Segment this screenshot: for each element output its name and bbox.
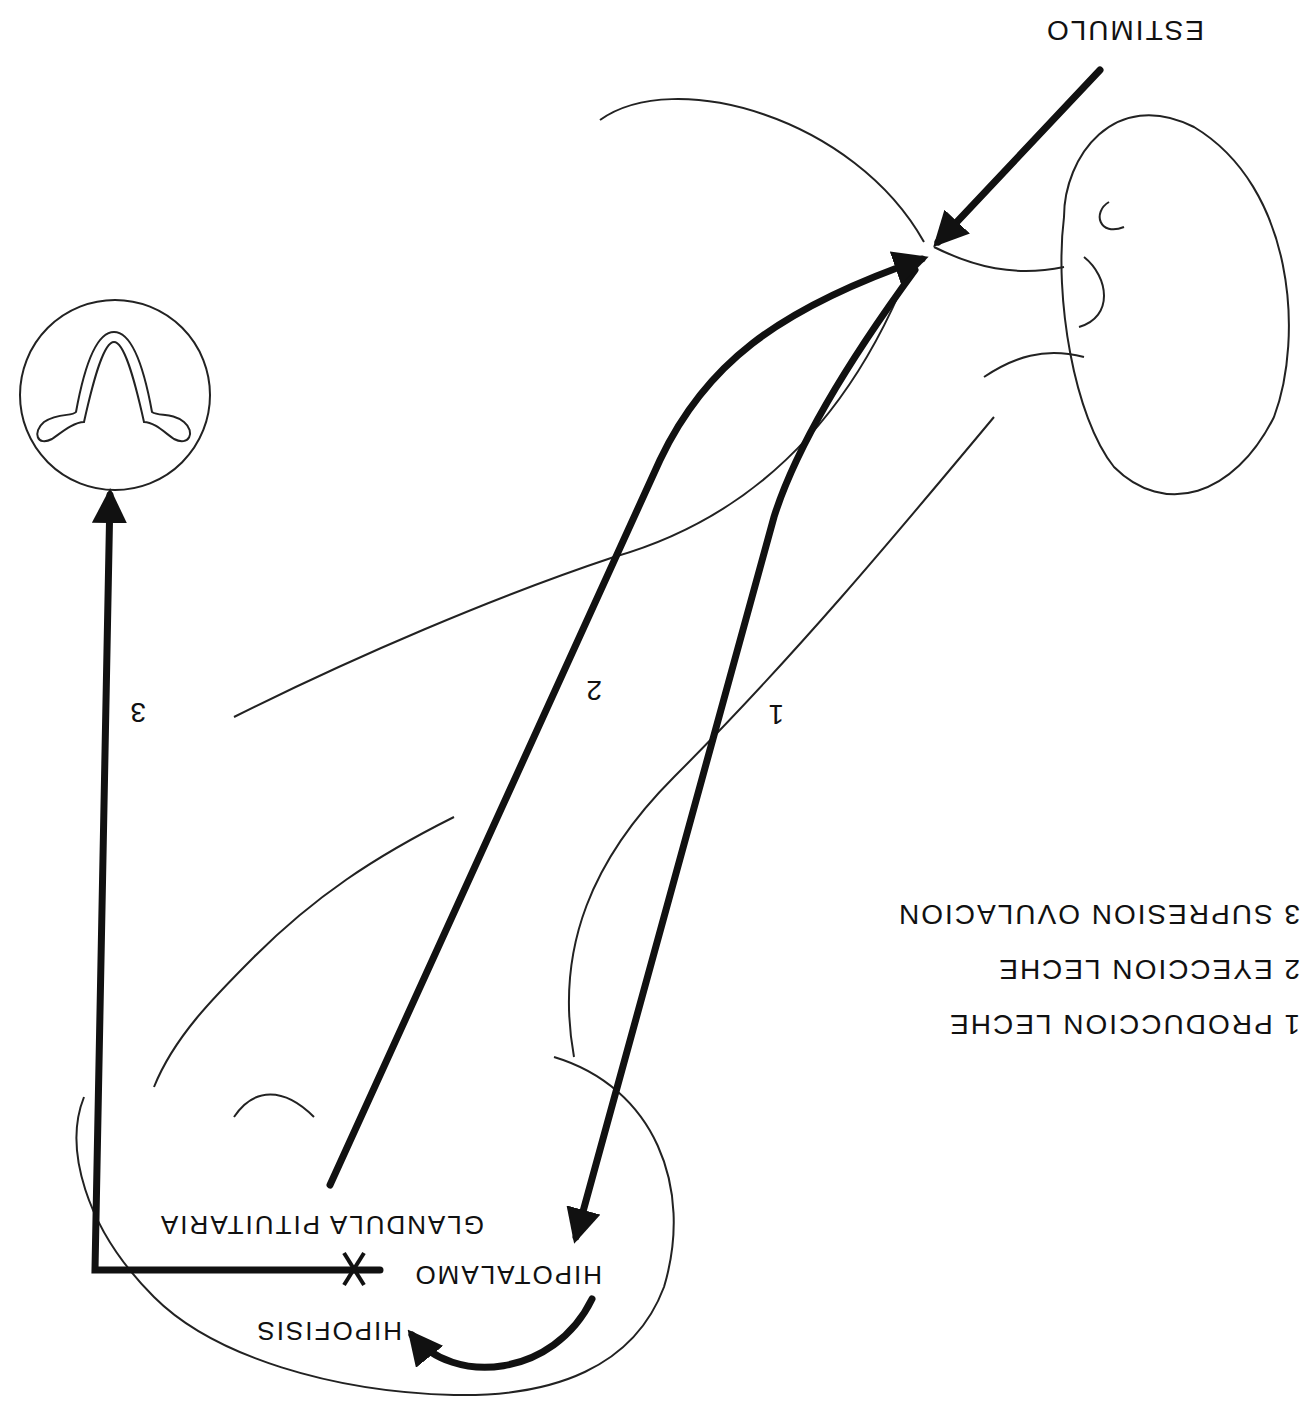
uterus-circle [20,300,210,490]
callout-number: 1 [766,698,784,729]
arrow-hypophysis [412,1299,592,1367]
baby-cheek [984,353,1084,377]
baby-cheek-line [1079,257,1104,327]
arrow-ejection [330,259,922,1185]
stimulus-arrow [938,70,1100,242]
legend-text: 2 EYECCION LECHE [997,953,1300,984]
uterus-symbol [37,332,190,441]
callout-number: 2 [584,674,602,705]
arrow-production [576,270,915,1237]
baby-mouth [934,247,1064,271]
baby-head [1061,115,1288,494]
block-mark [344,1253,364,1285]
organ-label: HIPOTALAMO [413,1260,602,1289]
stimulus-label: ESTIMULO [1045,14,1204,45]
legend-text: 1 PRODUCCION LECHE [948,1008,1300,1039]
baby-ear [1100,202,1124,229]
mother-head [77,1057,674,1395]
arrows [95,70,1100,1367]
legend-text: 3 SUPRESION OVULACION [897,898,1300,929]
mother-arm [600,99,924,242]
mother-baby-sketch [77,99,1289,1395]
mother-ear [234,1095,314,1118]
organ-label: HIPOFISIS [255,1316,402,1345]
callout-number: 3 [128,696,146,727]
organ-label: GLANDULA PITUITARIA [159,1210,484,1239]
arrow-ovulation [95,495,380,1270]
mother-shoulder [154,817,454,1087]
